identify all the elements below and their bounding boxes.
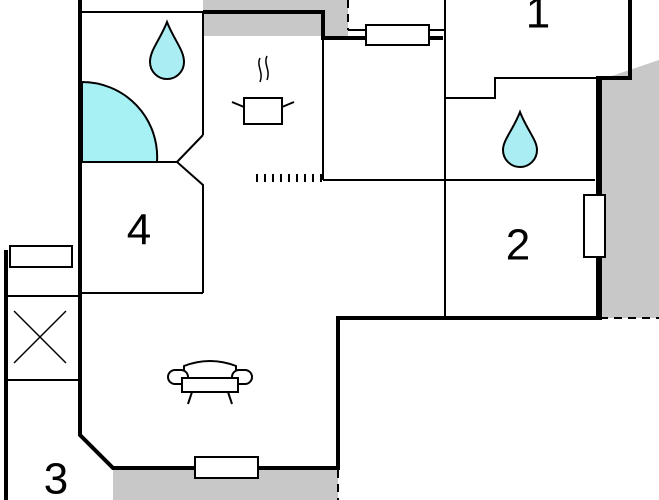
window-left [9,245,73,268]
cooking-pot-icon [231,55,295,125]
outer-walls [4,0,632,500]
counter-hatch [256,174,322,182]
stair-cross-icon [13,310,67,364]
room-number-1: 1 [526,0,550,38]
interior-walls [6,0,598,381]
window-bottom [194,456,259,479]
room-number-2: 2 [506,221,530,270]
room-number-4: 4 [127,206,151,255]
window-right [583,194,606,258]
shaded-area-right [600,60,659,318]
window-top [365,24,430,46]
shaded-area-top [203,0,348,36]
shaded-areas [113,0,659,500]
windows [9,24,606,479]
water-drop-icon [501,109,539,168]
sofa-icon [167,360,253,405]
dashed-boundaries [337,0,659,500]
room-number-3: 3 [44,455,68,500]
door-swing-icon [81,80,159,163]
water-drop-icon [148,19,186,80]
